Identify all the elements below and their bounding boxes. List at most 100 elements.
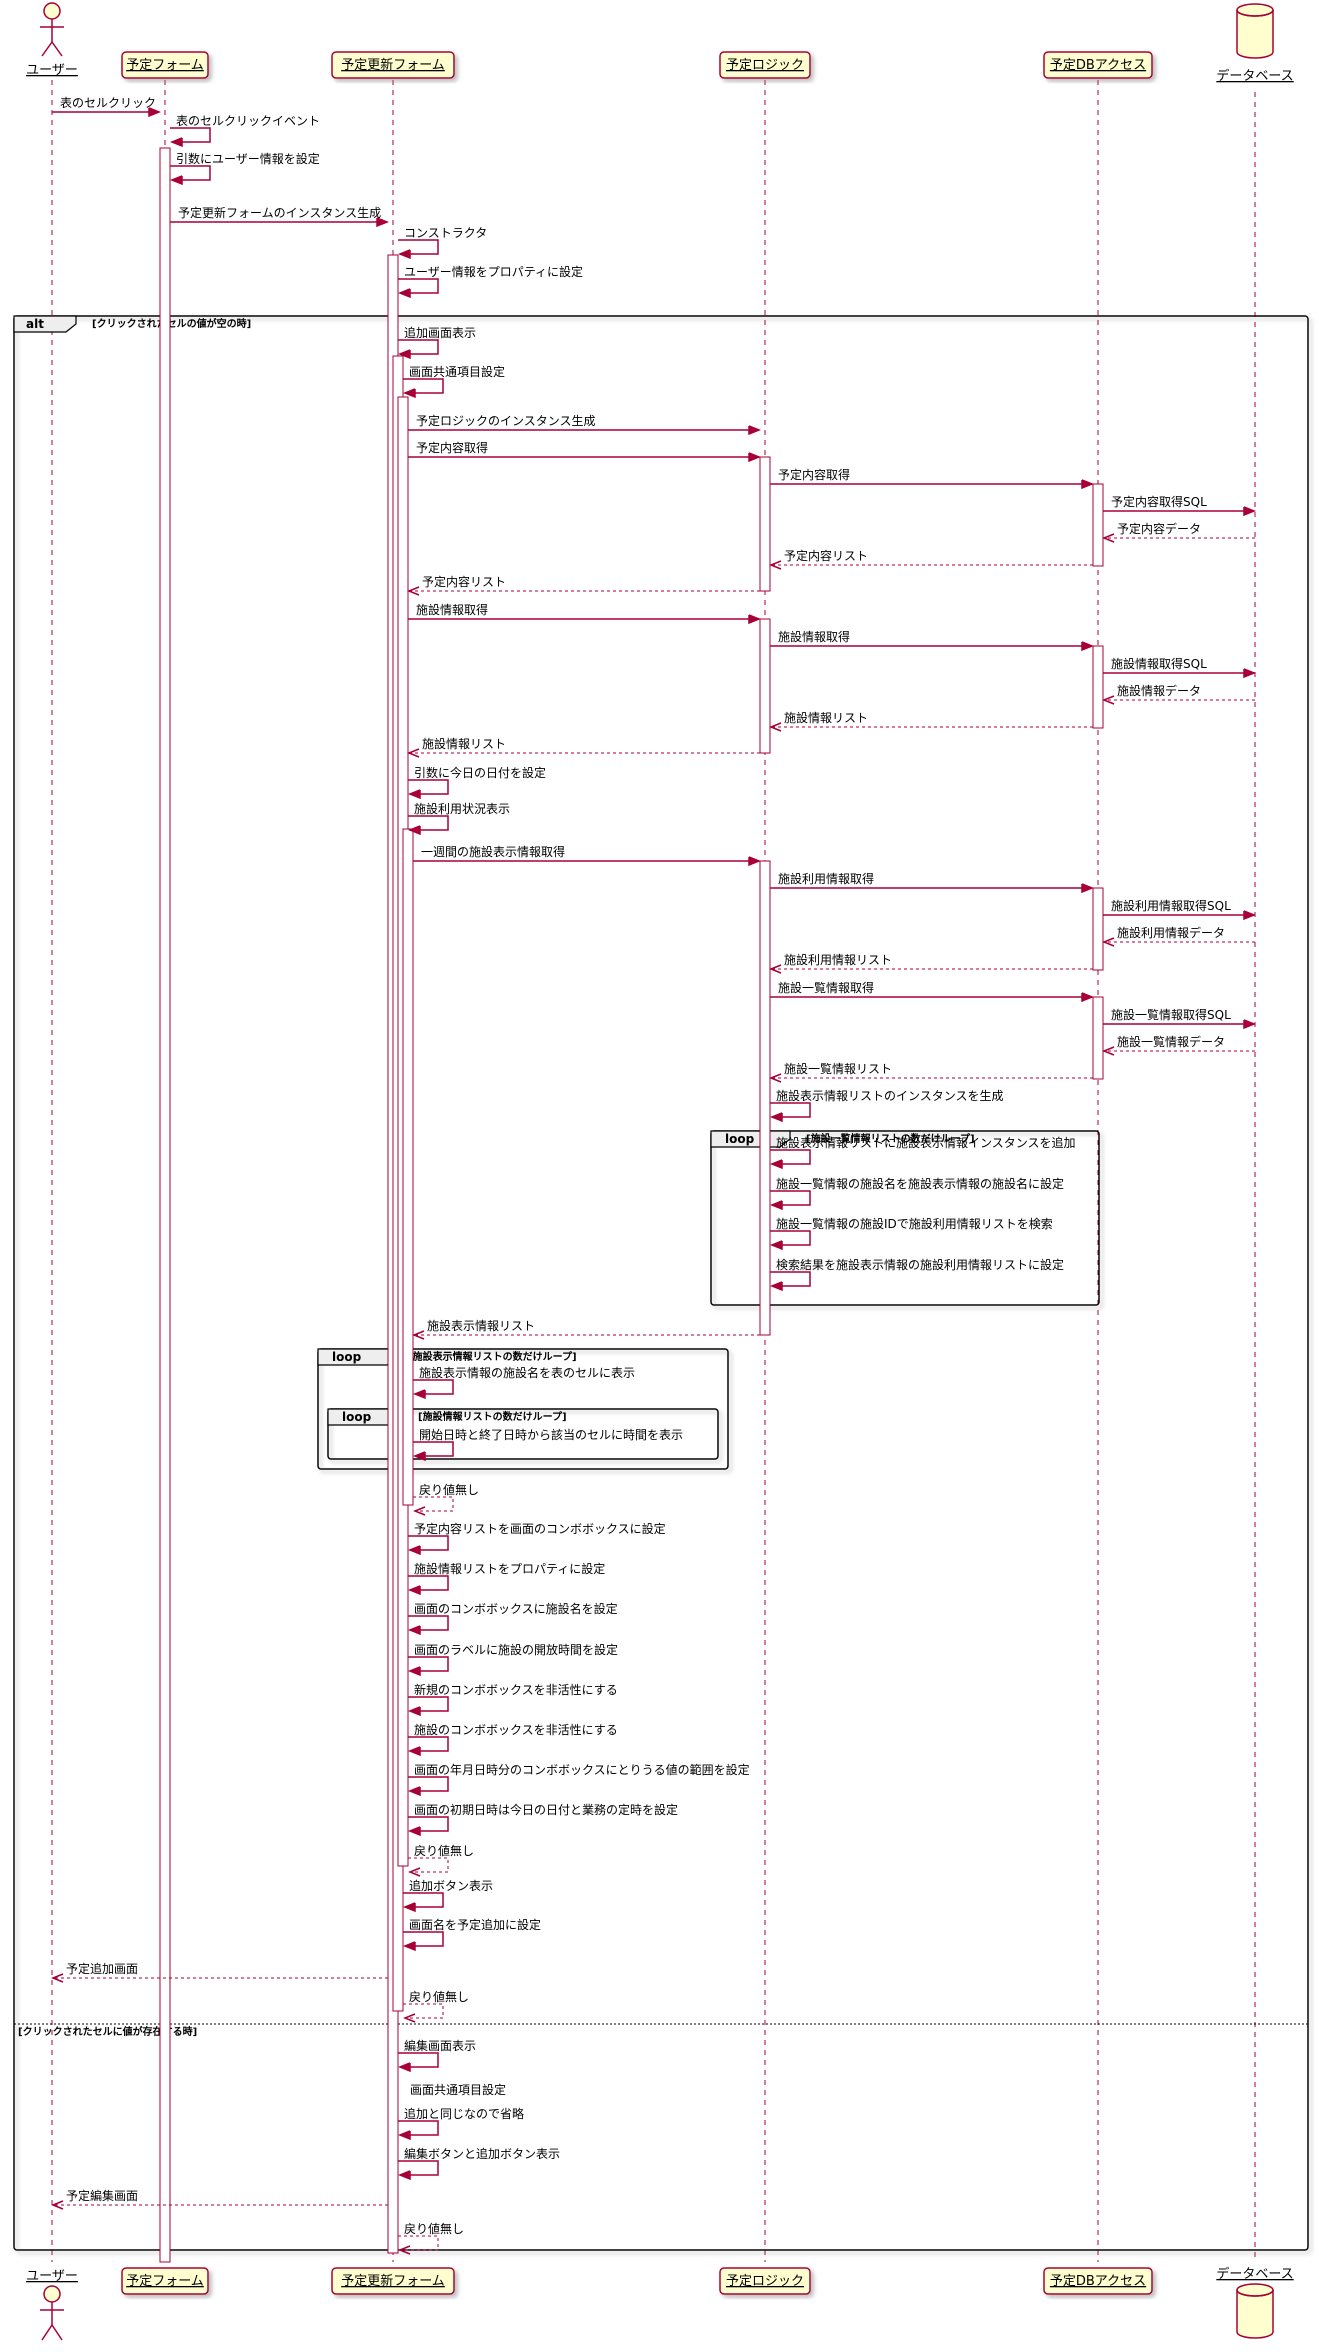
message-15: 施設情報取得 — [408, 602, 762, 625]
arrow-head — [406, 748, 420, 758]
message-line — [408, 1696, 449, 1712]
arrow-head — [397, 2245, 411, 2255]
message-1: 表のセルクリックイベント — [169, 114, 320, 148]
message-49: 戻り値無し — [407, 1843, 474, 1877]
arrow-head — [748, 614, 762, 625]
activation-dba-facility — [1092, 645, 1104, 729]
message-38: 施設表示情報の施設名を表のセルに表示 — [412, 1365, 635, 1400]
activation-upd-status — [402, 828, 414, 1506]
message-label: 画面共通項目設定 — [410, 2082, 506, 2097]
message-14: 予定内容リスト — [406, 574, 760, 596]
fragment-else-guard: [クリックされたセルに値が存在する時] — [18, 2025, 197, 2038]
arrow-head — [402, 1902, 416, 1913]
message-label: 施設情報取得 — [778, 629, 850, 644]
message-line — [398, 2235, 439, 2251]
message-label: 施設利用情報リスト — [784, 952, 892, 967]
arrow-head — [768, 560, 782, 570]
message-label: 新規のコンボボックスを非活性にする — [414, 1682, 618, 1697]
message-label: 施設表示情報リストに施設表示情報インスタンスを追加 — [776, 1135, 1076, 1150]
message-label: 施設情報取得 — [416, 602, 488, 617]
participant-logic-label-bottom: 予定ロジック — [726, 2274, 804, 2289]
message-10: 予定内容取得 — [770, 467, 1095, 490]
message-7: 画面共通項目設定 — [402, 364, 505, 399]
message-50: 追加ボタン表示 — [402, 1878, 493, 1913]
activation-form — [159, 147, 171, 2263]
actor-user-bottom — [40, 2285, 64, 2341]
arrow-head — [148, 107, 162, 118]
participant-db-label-bottom: データベース — [1216, 2266, 1293, 2282]
message-label: 戻り値無し — [404, 2221, 464, 2236]
message-line — [408, 1736, 449, 1752]
message-line — [398, 2052, 439, 2068]
arrow-head — [407, 1625, 421, 1636]
participant-logic-label-top: 予定ロジック — [726, 58, 804, 73]
message-58: 予定編集画面 — [50, 2188, 388, 2210]
arrow-head — [376, 217, 390, 228]
message-4: コンストラクタ — [397, 226, 487, 260]
message-label: 予定追加画面 — [66, 1961, 138, 1976]
message-label: 施設情報リスト — [422, 736, 506, 751]
message-label: 施設一覧情報取得 — [778, 980, 874, 995]
message-label: 施設表示情報リスト — [427, 1318, 535, 1333]
participant-user-label-bottom: ユーザー — [26, 2269, 78, 2284]
arrow-head — [407, 789, 421, 800]
message-label: 施設情報リストをプロパティに設定 — [414, 1561, 605, 1576]
message-line — [408, 779, 449, 795]
arrow-head — [1101, 937, 1115, 947]
message-label: 施設一覧情報の施設名を施設表示情報の施設名に設定 — [776, 1176, 1064, 1191]
participant-form-box-bottom — [121, 2267, 209, 2295]
participant-db-label-top: データベース — [1216, 68, 1293, 84]
message-label: 施設利用情報データ — [1117, 925, 1225, 940]
message-line — [403, 378, 444, 394]
participant-user-label-top: ユーザー — [26, 63, 78, 78]
message-label: 予定内容リストを画面のコンボボックスに設定 — [414, 1521, 666, 1536]
arrow-head — [407, 1786, 421, 1797]
message-11: 予定内容取得SQL — [1103, 494, 1257, 517]
arrow-head — [407, 1826, 421, 1837]
message-line — [170, 127, 211, 143]
arrow-head — [407, 1545, 421, 1556]
activation-dba-content — [1092, 483, 1104, 567]
message-28: 施設一覧情報取得 — [770, 980, 1095, 1003]
arrow-head — [1081, 992, 1095, 1003]
message-9: 予定内容取得 — [408, 440, 762, 463]
activation-logic-week — [759, 860, 771, 1336]
arrow-head — [1081, 479, 1095, 490]
message-24: 施設利用情報取得 — [770, 871, 1095, 894]
message-57: 編集ボタンと追加ボタン表示 — [397, 2146, 560, 2181]
arrow-head — [407, 1585, 421, 1596]
message-5: ユーザー情報をプロパティに設定 — [397, 264, 583, 299]
arrow-head — [169, 137, 183, 148]
message-label: コンストラクタ — [404, 226, 487, 240]
participant-form-box-top — [121, 51, 209, 79]
participant-upd-label-top: 予定更新フォーム — [341, 57, 445, 73]
message-label: 一週間の施設表示情報取得 — [421, 844, 565, 859]
message-label: 予定編集画面 — [66, 2188, 138, 2203]
message-label: 施設利用情報取得 — [778, 871, 874, 886]
fragment-loop-display-list — [317, 1348, 729, 1470]
message-label: 引数に今日の日付を設定 — [414, 765, 546, 780]
arrow-head — [402, 388, 416, 399]
message-label: 戻り値無し — [409, 1989, 469, 2004]
fragment-loop-display-list-keyword: loop — [332, 1350, 362, 1364]
message-17: 施設情報取得SQL — [1103, 656, 1257, 679]
database-icon-top — [1236, 3, 1274, 59]
message-label: 追加と同じなので省略 — [404, 2106, 524, 2121]
message-label: 予定内容取得SQL — [1111, 494, 1207, 509]
participant-dba-box-bottom — [1043, 2267, 1153, 2295]
message-label: 施設利用状況表示 — [414, 801, 510, 816]
message-line — [170, 165, 211, 181]
message-line — [408, 1656, 449, 1672]
message-label: 画面のラベルに施設の開放時間を設定 — [414, 1642, 618, 1657]
message-40: 戻り値無し — [412, 1482, 479, 1516]
message-41: 予定内容リストを画面のコンボボックスに設定 — [407, 1521, 666, 1556]
message-45: 新規のコンボボックスを非活性にする — [407, 1682, 618, 1717]
arrow-head — [397, 349, 411, 360]
message-21: 引数に今日の日付を設定 — [407, 765, 546, 800]
message-label: 予定内容データ — [1117, 521, 1201, 536]
message-2: 引数にユーザー情報を設定 — [169, 151, 320, 186]
message-label: 予定内容リスト — [784, 548, 868, 563]
participant-upd-label-bottom: 予定更新フォーム — [341, 2273, 445, 2289]
arrow-head — [406, 586, 420, 596]
message-line — [403, 2003, 444, 2019]
